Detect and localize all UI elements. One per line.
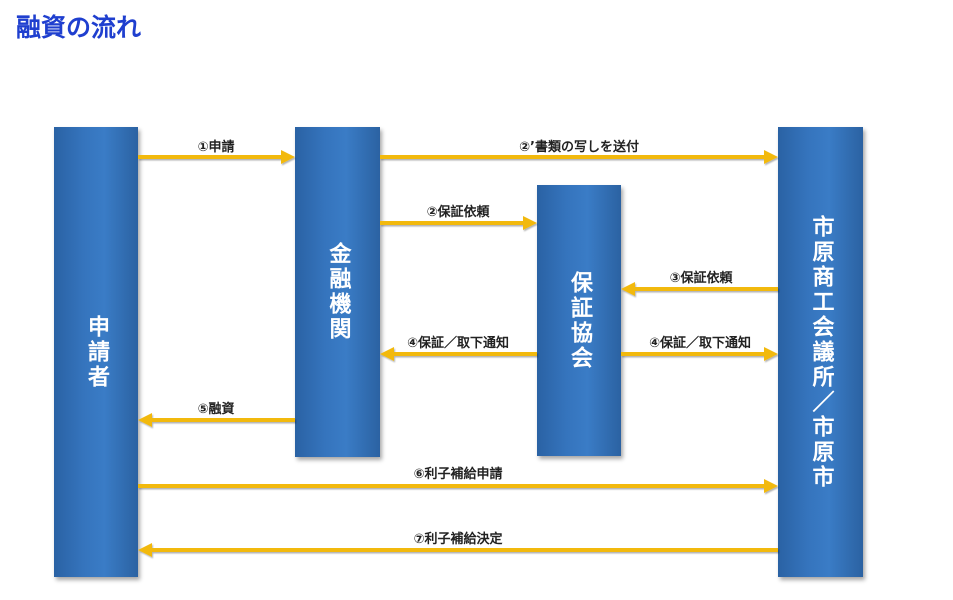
step-3-label: ③保証依頼	[669, 271, 733, 286]
step-6-label: ⑥利子補給申請	[413, 467, 503, 482]
bank-label: 金融機関	[325, 242, 351, 342]
step-2a-label: ②’書類の写しを送付	[519, 140, 639, 155]
arrow-1	[138, 150, 295, 164]
city-label: 市原商工会議所／市原市	[808, 214, 834, 490]
arrow-5	[138, 413, 295, 427]
arrow-6	[138, 479, 778, 493]
bank-box: 金融機関	[295, 127, 380, 457]
applicant-box: 申請者	[54, 127, 138, 577]
step-4b-label: ④保証／取下通知	[648, 336, 752, 351]
step-1-label: ①申請	[197, 140, 235, 155]
guarantee-label: 保証協会	[567, 270, 592, 371]
arrow-2b	[380, 216, 537, 230]
arrow-2a	[380, 150, 778, 164]
arrow-3	[621, 282, 778, 296]
guarantee-box: 保証協会	[537, 185, 621, 456]
step-7-label: ⑦利子補給決定	[413, 532, 503, 547]
arrow-4a	[380, 347, 537, 361]
step-5-label: ⑤融資	[197, 402, 235, 417]
page-title: 融資の流れ	[16, 13, 142, 42]
arrow-4b	[621, 347, 778, 361]
step-2b-label: ②保証依頼	[426, 205, 490, 220]
step-4a-label: ④保証／取下通知	[406, 336, 510, 351]
applicant-label: 申請者	[84, 314, 109, 390]
arrow-7	[138, 543, 778, 557]
city-box: 市原商工会議所／市原市	[778, 127, 863, 577]
